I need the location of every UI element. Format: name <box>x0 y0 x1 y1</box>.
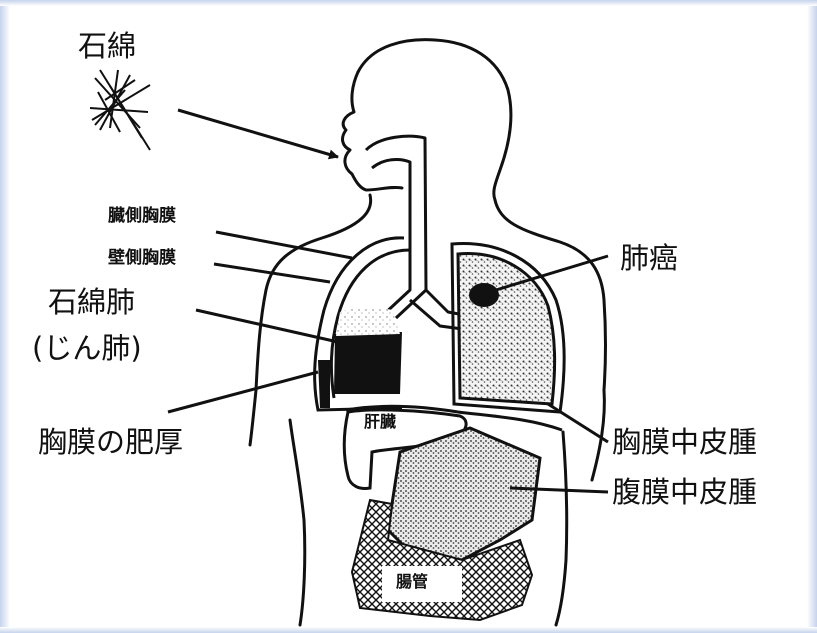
airway <box>366 136 470 330</box>
label-peritoneal-mesothelioma: 腹膜中皮腫 <box>612 478 757 507</box>
right-lung <box>452 244 564 412</box>
label-liver: 肝臓 <box>364 414 396 430</box>
label-parietal-pleura: 壁側胸膜 <box>108 250 176 267</box>
lung-cancer-mass <box>469 283 499 307</box>
label-asbestosis: 石綿肺 <box>48 288 135 317</box>
inhalation-arrow <box>178 110 338 157</box>
asbestosis-fog <box>336 307 400 336</box>
label-intestine: 腸管 <box>396 574 428 590</box>
label-asbestos: 石綿 <box>78 32 136 61</box>
label-visceral-pleura: 臓側胸膜 <box>108 208 176 225</box>
label-pneumoconiosis: (じん肺) <box>32 334 142 363</box>
label-pleural-thickening: 胸膜の肥厚 <box>38 428 183 457</box>
thickened-pleura <box>318 360 330 408</box>
label-pleural-mesothelioma: 胸膜中皮腫 <box>612 428 757 457</box>
asbestos-fibers <box>90 70 150 150</box>
label-lung-cancer: 肺癌 <box>620 244 678 273</box>
asbestosis-lung <box>334 332 402 394</box>
